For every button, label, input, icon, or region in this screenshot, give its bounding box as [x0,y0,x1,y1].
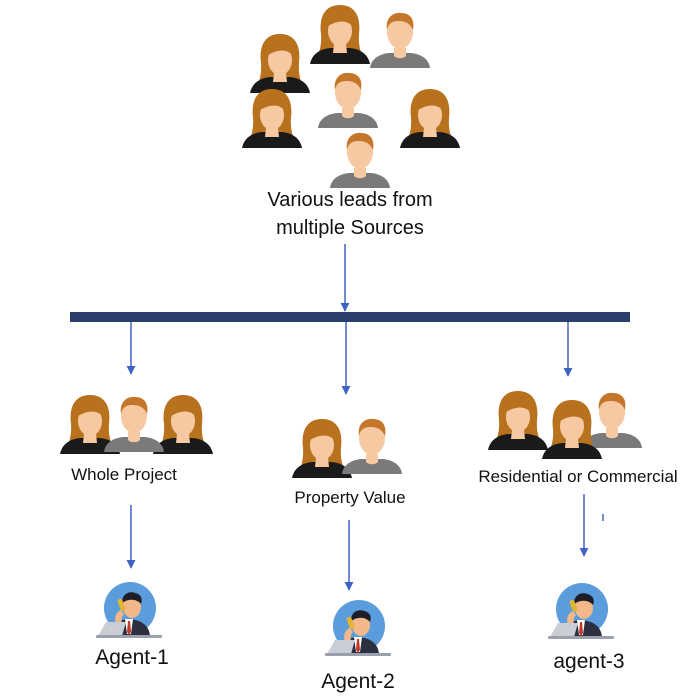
group-icon-2 [292,418,402,478]
lead-person-icon [153,395,213,454]
lead-person-icon [310,5,370,64]
lead-person-icon [250,34,310,93]
group-icon-3 [488,391,642,459]
agent-icon-3 [548,583,614,639]
group-label-whole-project: Whole Project [71,465,177,484]
distribution-bar [70,312,630,322]
agent-label-2: Agent-2 [321,670,395,693]
agent-label-3: agent-3 [553,650,625,673]
source-label-line-1: Various leads from [267,189,433,211]
lead-person-icon [292,419,352,478]
source-label-line-2: multiple Sources [276,217,424,239]
group-label-property-value: Property Value [294,488,406,507]
group-icon-1 [60,395,213,454]
agent-icon-1 [96,582,162,638]
agent-label-1: Agent-1 [95,646,169,669]
lead-person-icon [330,132,390,188]
lead-person-icon [542,400,602,459]
lead-person-icon [400,89,460,148]
lead-person-icon [104,396,164,452]
lead-person-icon [318,72,378,128]
lead-person-icon [242,89,302,148]
agent-icon-2 [325,600,391,656]
lead-person-icon [488,391,548,450]
lead-person-icon [342,418,402,474]
group-label-residential-commercial: Residential or Commercial [478,467,678,486]
source-label: Various leads from multiple Sources [200,186,500,242]
leads-cluster [242,5,460,188]
lead-person-icon [370,12,430,68]
